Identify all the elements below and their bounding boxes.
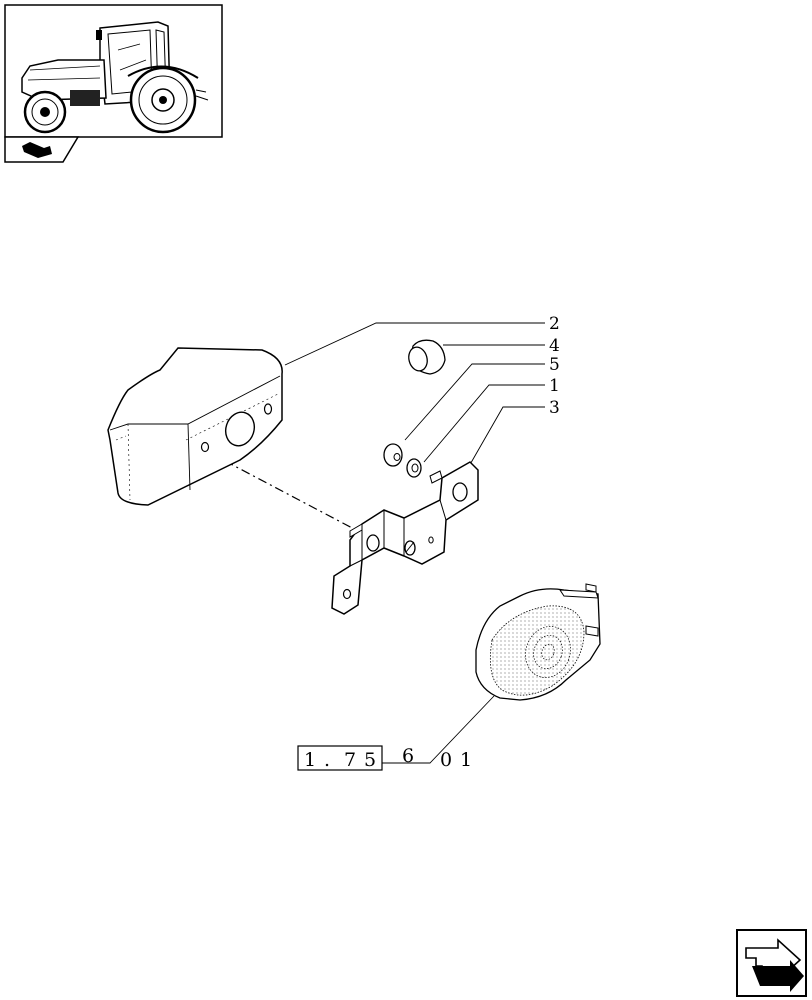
bracket-part xyxy=(331,461,479,615)
spacer-part xyxy=(383,443,403,467)
cover-part xyxy=(107,347,283,506)
next-page-arrow-icon[interactable] xyxy=(736,929,807,997)
callout-labels: 2 4 5 1 3 xyxy=(549,314,560,418)
ref-char-4: 5 xyxy=(364,749,376,771)
spacer-bush-part xyxy=(408,339,446,375)
alignment-dashed-line xyxy=(207,451,357,531)
callout-2: 2 xyxy=(549,314,560,334)
reference-code[interactable]: 1 . 7 5 6 0 1 xyxy=(297,745,472,771)
lamp-assembly xyxy=(475,583,601,701)
ref-char-3: 7 xyxy=(344,749,356,771)
tractor-thumbnail-icon[interactable] xyxy=(4,4,223,138)
reference-box xyxy=(297,745,383,771)
leader-lines xyxy=(284,322,545,764)
callout-3: 3 xyxy=(549,398,560,418)
ref-char-6: 0 xyxy=(440,749,452,771)
callout-1: 1 xyxy=(549,376,560,396)
ref-char-5: 6 xyxy=(402,745,414,767)
washer-part xyxy=(406,458,422,478)
callout-4: 4 xyxy=(549,336,560,356)
ref-char-7: 1 xyxy=(460,749,472,771)
callout-5: 5 xyxy=(549,355,560,375)
section-marker-icon[interactable] xyxy=(4,136,80,163)
ref-char-1: 1 xyxy=(304,749,316,771)
ref-char-2: . xyxy=(324,749,330,771)
